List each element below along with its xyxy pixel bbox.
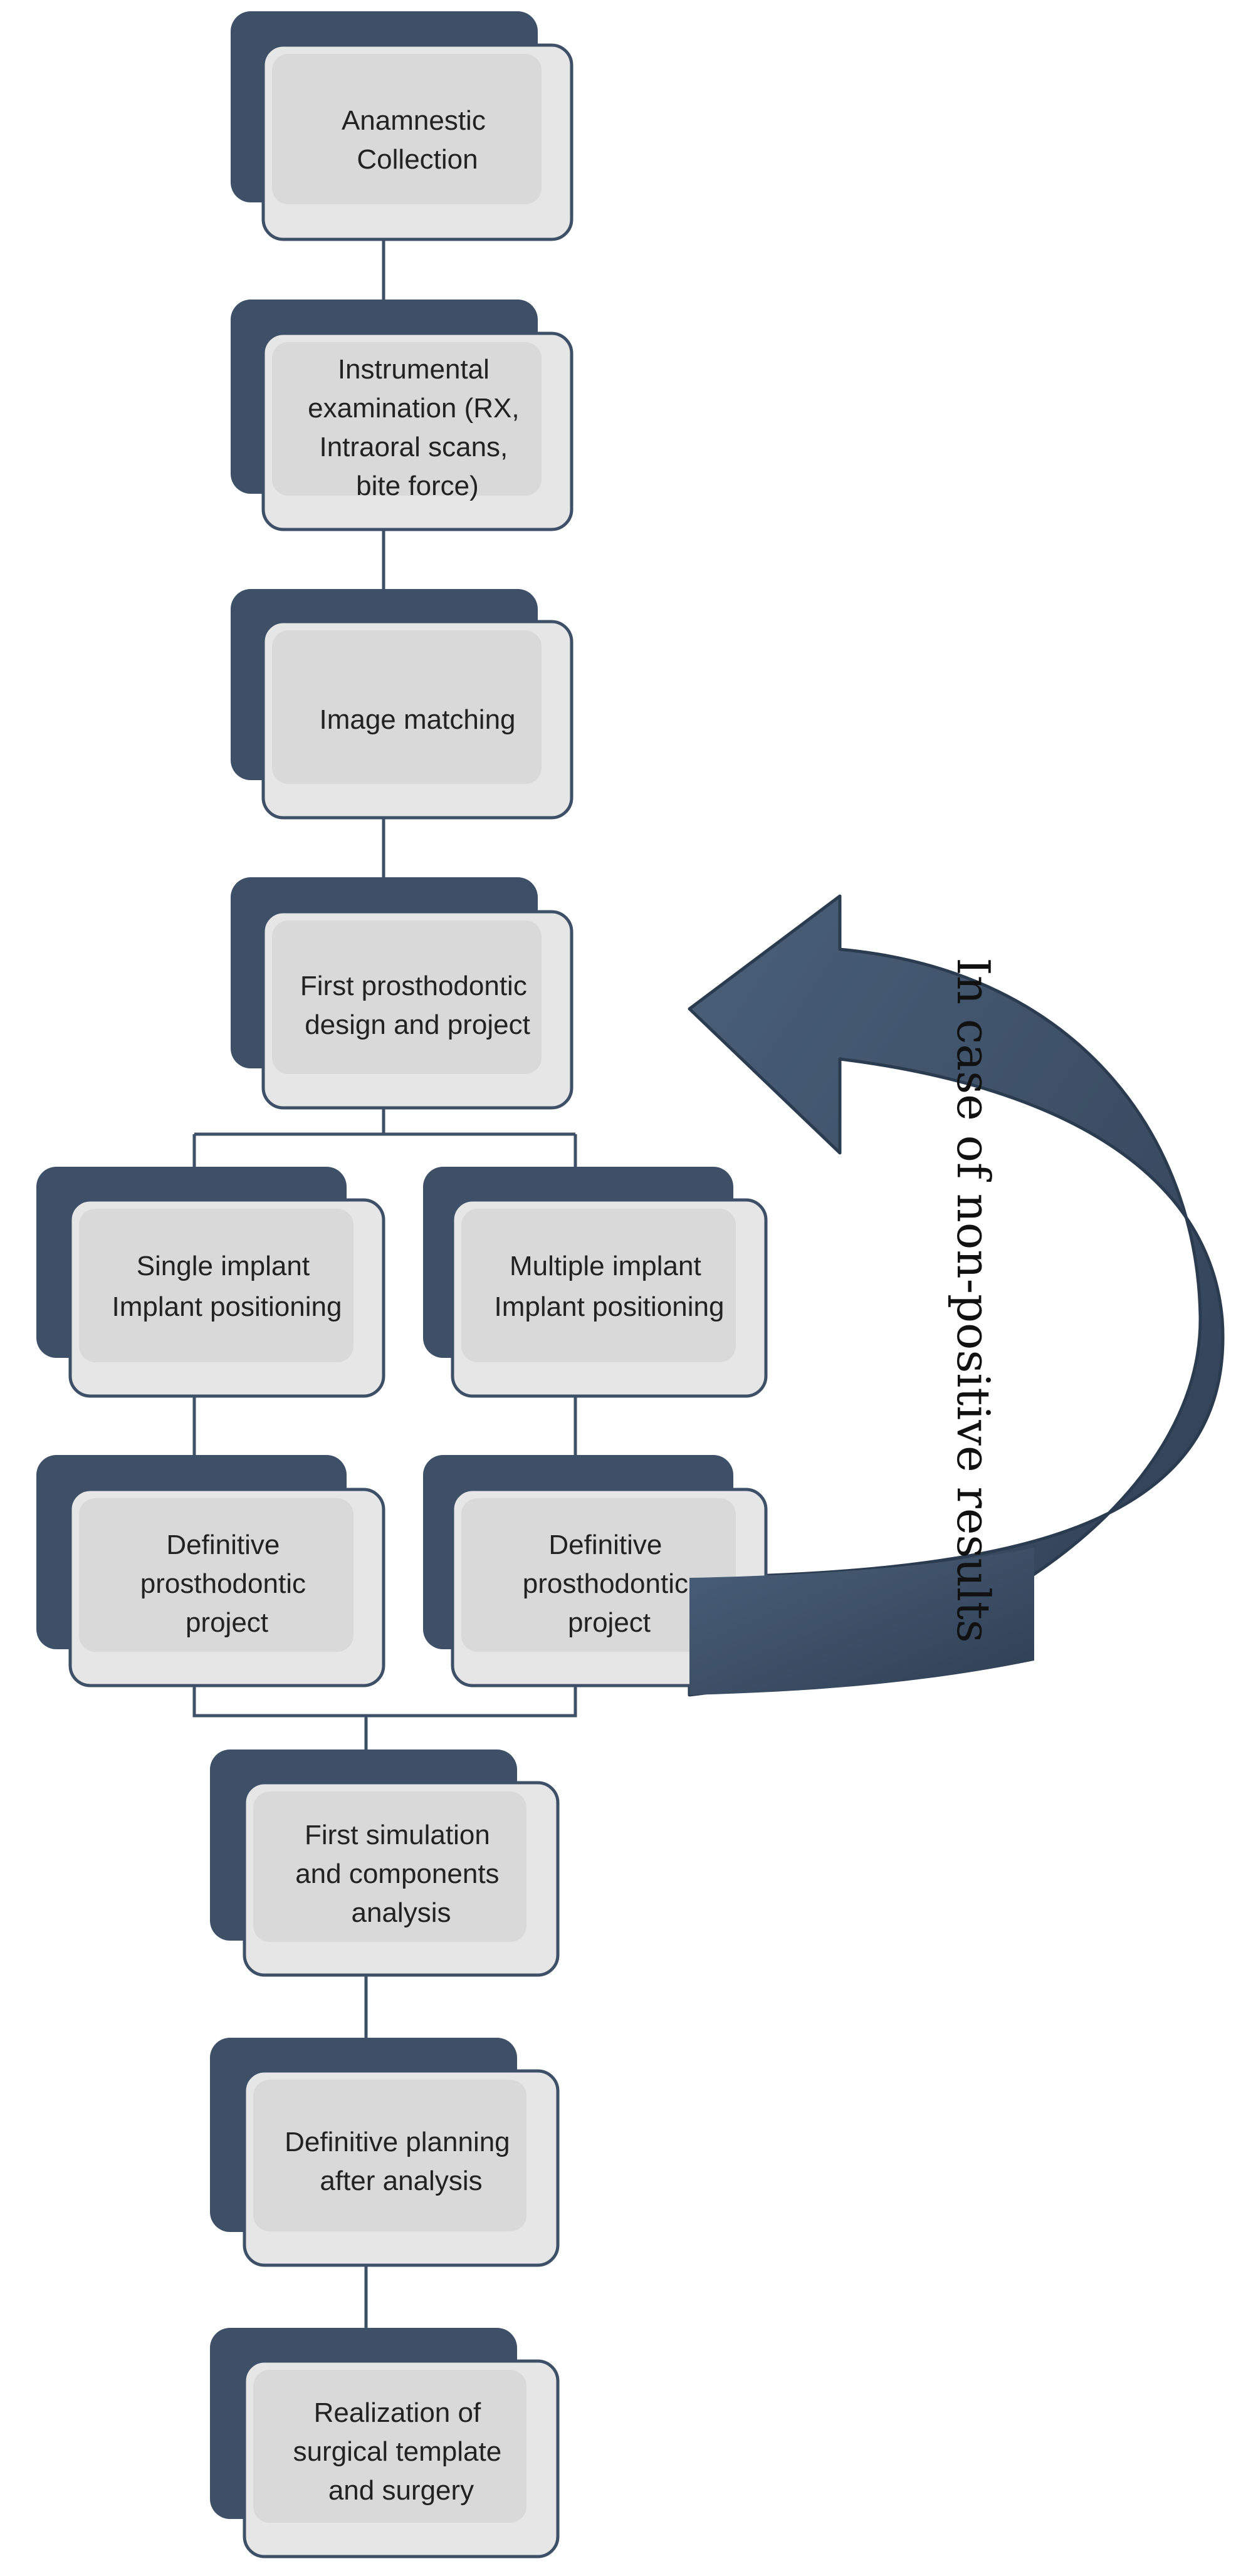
node-card-inner	[253, 1791, 526, 1942]
node-label-line: Instrumental	[338, 354, 490, 385]
node-label-line: Intraoral scans,	[319, 432, 508, 462]
node-label-line: after analysis	[320, 2166, 482, 2196]
connector-lines	[192, 239, 577, 2328]
feedback-arrow	[688, 894, 1225, 1697]
node-label-line: and surgery	[328, 2475, 474, 2506]
node-label-line: Image matching	[319, 704, 515, 735]
node-instrumental-examination: Instrumental examination (RX, Intraoral …	[231, 300, 573, 531]
node-definitive-project-single: Definitive prosthodontic project	[36, 1455, 385, 1687]
node-label-line: bite force)	[356, 471, 479, 501]
node-label-line: project	[568, 1607, 651, 1638]
node-label: First simulation and components analysis	[295, 1820, 507, 1928]
node-label: Multiple implant Implant positioning	[495, 1251, 725, 1322]
node-label-line: First simulation	[305, 1820, 490, 1850]
feedback-arrow-tail	[689, 1548, 1034, 1695]
node-definitive-planning: Definitive planning after analysis	[210, 2038, 560, 2267]
node-card-inner	[253, 2080, 526, 2231]
node-card-inner	[272, 920, 542, 1074]
node-label-line: Multiple implant	[510, 1251, 701, 1281]
node-label-line: Definitive	[548, 1530, 662, 1560]
node-card-inner	[461, 1498, 736, 1652]
connector-split	[192, 1108, 577, 1167]
node-label-line: Single implant	[137, 1251, 310, 1281]
connector-merge	[192, 1686, 577, 1749]
node-card-inner	[253, 2370, 526, 2523]
node-label-line: Anamnestic	[342, 105, 486, 136]
node-label: Anamnestic Collection	[342, 105, 493, 175]
node-label-line: Implant positioning	[112, 1291, 342, 1322]
node-label-line: Definitive	[166, 1530, 280, 1560]
node-label-line: Implant positioning	[495, 1291, 725, 1322]
node-card-inner	[272, 630, 542, 784]
node-label: First prosthodontic design and project	[300, 971, 535, 1040]
node-label-line: Definitive planning	[285, 2127, 510, 2157]
node-label: Definitive planning after analysis	[285, 2127, 518, 2196]
node-label-line: prosthodontic	[140, 1568, 306, 1599]
node-label: Instrumental examination (RX, Intraoral …	[308, 354, 527, 501]
node-label-line: design and project	[305, 1009, 530, 1040]
node-card-inner	[79, 1209, 353, 1362]
node-label-line: project	[186, 1607, 268, 1638]
node-label: Single implant Implant positioning	[112, 1251, 342, 1322]
node-first-prosthodontic-design: First prosthodontic design and project	[231, 877, 573, 1110]
node-card-inner	[461, 1209, 736, 1362]
node-label: Definitive prosthodontic project	[523, 1530, 696, 1638]
node-anamnestic-collection: Anamnestic Collection	[231, 11, 573, 241]
node-card-inner	[272, 342, 542, 496]
node-card-inner	[272, 54, 542, 204]
node-single-implant-positioning: Single implant Implant positioning	[36, 1167, 385, 1398]
node-label-line: surgical template	[293, 2436, 502, 2467]
node-image-matching: Image matching	[231, 589, 573, 820]
node-card-inner	[79, 1498, 353, 1652]
node-multiple-implant-positioning: Multiple implant Implant positioning	[423, 1167, 768, 1398]
node-surgical-template: Realization of surgical template and sur…	[210, 2328, 560, 2558]
node-label-line: examination (RX,	[308, 393, 519, 424]
node-label: Definitive prosthodontic project	[140, 1530, 313, 1638]
node-label-line: analysis	[352, 1897, 451, 1928]
node-label: Realization of surgical template and sur…	[293, 2397, 510, 2506]
node-definitive-project-multiple: Definitive prosthodontic project	[423, 1455, 768, 1687]
node-label-line: Realization of	[314, 2397, 481, 2428]
node-label-line: prosthodontic	[523, 1568, 688, 1599]
node-first-simulation: First simulation and components analysis	[210, 1749, 560, 1977]
feedback-arrow-label: In case of non-positive results	[947, 957, 1000, 1643]
node-label-line: Collection	[357, 144, 478, 175]
node-label-line: and components	[295, 1859, 499, 1889]
node-label: Image matching	[319, 704, 515, 735]
node-label-line: First prosthodontic	[300, 971, 527, 1001]
